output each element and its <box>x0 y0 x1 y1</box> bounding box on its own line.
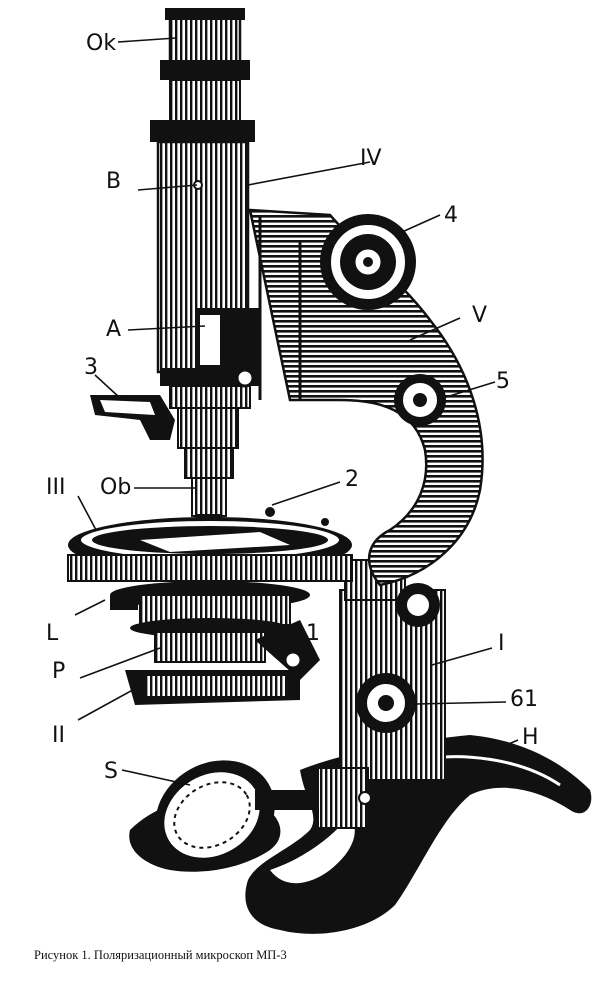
leader-lines <box>74 37 519 786</box>
figure-caption: Рисунок 1. Поляризационный микроскоп МП-… <box>34 948 287 962</box>
label-ii: II <box>52 723 65 748</box>
label-h: H <box>522 725 539 750</box>
substage <box>110 581 320 705</box>
label-v: V <box>472 303 487 328</box>
label-5: 5 <box>496 369 510 394</box>
part-labels: Ok B IV 4 A V 3 5 III Ob 2 L 1 P I II 61… <box>46 31 539 784</box>
mirror <box>155 760 372 870</box>
label-b: B <box>106 169 121 194</box>
label-2: 2 <box>345 467 359 492</box>
label-ok: Ok <box>86 31 116 56</box>
label-4: 4 <box>444 203 458 228</box>
coarse-focus-knob <box>320 214 416 310</box>
fine-focus-knob <box>394 374 446 426</box>
nosepiece <box>160 368 260 449</box>
label-s: S <box>104 759 118 784</box>
label-a: A <box>106 317 121 342</box>
label-iii: III <box>46 475 65 500</box>
label-61: 61 <box>510 687 538 712</box>
label-iv: IV <box>360 146 382 171</box>
label-1: 1 <box>306 621 320 646</box>
rotating-stage <box>67 507 353 582</box>
label-l: L <box>46 621 59 646</box>
label-ob: Ob <box>100 475 131 500</box>
label-p: P <box>52 659 65 684</box>
tube <box>150 8 260 374</box>
compensator-slot <box>90 395 175 440</box>
label-3: 3 <box>84 355 98 380</box>
label-i: I <box>498 631 505 656</box>
pillar-knob <box>396 583 440 627</box>
objective <box>184 447 234 524</box>
condenser-knob <box>356 673 416 733</box>
